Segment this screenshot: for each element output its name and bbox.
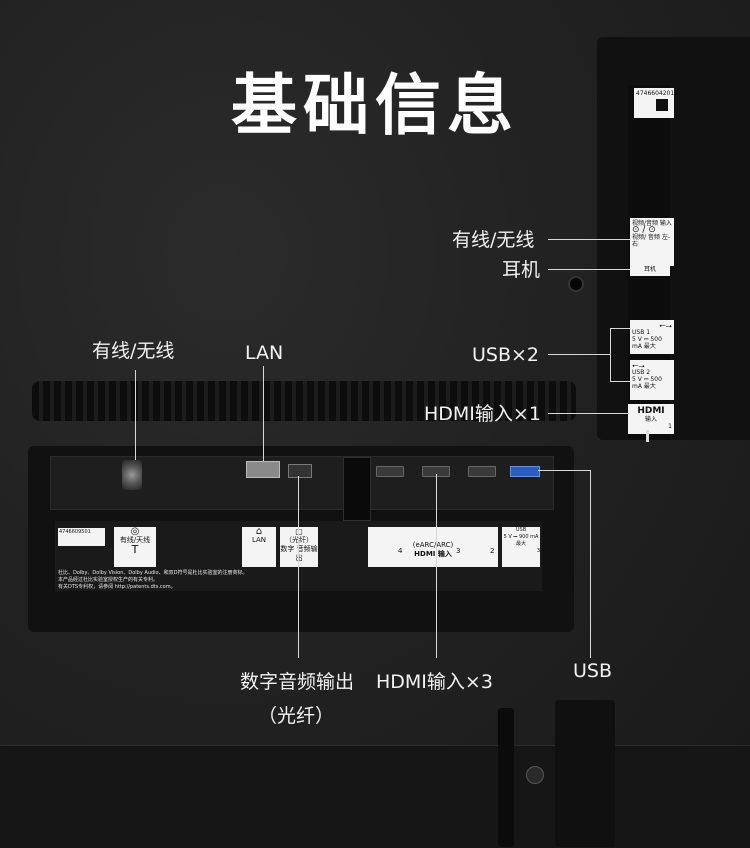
antenna-sticker: ◎ 有线/天线 T: [114, 527, 156, 567]
hdmi-num-3: 3: [456, 547, 461, 555]
antenna-label: 有线/天线: [119, 536, 151, 544]
usb-sticker-spec: 5 V ⎓ 900 mA 最大: [503, 534, 539, 547]
label-usb: USB: [573, 660, 613, 682]
qr-icon: [656, 99, 668, 111]
antenna-connector: [122, 460, 142, 490]
label-wired-wireless-left: 有线/无线: [92, 340, 175, 362]
digital-audio-label: 数字 音频输出: [280, 545, 318, 562]
optical-sticker: ▢ （光纤） 数字 音频输出: [280, 527, 318, 567]
side-hdmi-sticker: HDMI 输入 1: [628, 404, 674, 434]
label-lan: LAN: [245, 342, 284, 364]
hdmi-num-2: 2: [490, 547, 495, 555]
optical-jack-icon: ▢: [295, 527, 303, 536]
hdmi-num-4: 4: [398, 547, 403, 555]
side-hdmi-port: [646, 430, 649, 442]
legal-line-1: 杜比、Dolby、Dolby Vision、Dolby Audio、和双D符号是…: [58, 570, 248, 576]
av-label: 视频/音频 输入: [632, 220, 672, 227]
leader-wired-right: [548, 239, 630, 240]
label-optical-line2: （光纤）: [258, 705, 335, 727]
usb-sticker-num: 3: [536, 548, 540, 554]
label-usb-x2: USB×2: [472, 344, 540, 366]
av-jack-icon: ⊙ / ⊙: [632, 225, 656, 235]
earc-label: (eARC/ARC): [412, 541, 454, 549]
leader-usb-bracket-top: [610, 328, 630, 329]
leader-optical: [298, 476, 299, 658]
side-headphone-sticker: 耳机: [630, 265, 670, 276]
bottom-serial: 4746609501: [59, 529, 91, 535]
hdmi-num: 1: [668, 423, 672, 430]
hdmi-sticker: (eARC/ARC) HDMI 输入 4 3 2: [368, 527, 498, 567]
lan-sticker-label: LAN: [251, 536, 267, 544]
side-serial: 4746604201: [636, 90, 675, 97]
leader-lan: [263, 366, 264, 461]
headphone-jack: [568, 276, 584, 292]
side-usb2-sticker: ⭠⭢ USB 2 5 V ⎓ 500 mA 最大: [630, 360, 674, 400]
hdmi-in-bottom-label: HDMI 输入: [414, 550, 452, 558]
label-optical-line1: 数字音频输出: [240, 671, 355, 693]
stand-right: [555, 700, 615, 847]
leader-hdmi-x1: [548, 413, 630, 414]
leader-wired-left: [135, 370, 136, 460]
usb1-icon: ⭠⭢: [659, 321, 672, 330]
legal-line-2: 本产品经过杜比实验室授权生产的有关专利。: [58, 577, 159, 583]
usb2-icon: ⭠⭢: [632, 361, 645, 370]
usb-sticker-label: USB: [515, 527, 527, 533]
optical-port: [288, 464, 312, 478]
label-wired-wireless-right: 有线/无线: [452, 229, 535, 251]
usb-sticker: USB 5 V ⎓ 900 mA 最大 3: [502, 527, 540, 567]
usb1-spec: 5 V ⎓ 500 mA 最大: [632, 336, 662, 350]
side-av-sticker: 视频/音频 输入 ⊙ / ⊙ 视频/ 音频 左-右: [630, 218, 674, 266]
usb2-label: USB 2: [632, 369, 651, 376]
antenna-symbol-icon: T: [131, 543, 139, 556]
bottom-panel: [0, 745, 750, 848]
av2-label: 视频/ 音频 左-右: [632, 234, 671, 248]
hdmi-port-2: [468, 466, 496, 477]
lan-jack-icon: ⌂: [255, 526, 263, 537]
hdmi-logo: HDMI: [637, 406, 665, 416]
leader-usb-v: [590, 470, 591, 658]
page-title: 基础信息: [231, 67, 519, 144]
legal-line-3: 有关DTS专利权，请参阅 http://patents.dts.com。: [58, 584, 176, 590]
optical-sticker-label: （光纤）: [285, 536, 313, 544]
hdmi-port-4: [376, 466, 404, 477]
lan-port: [246, 461, 280, 478]
leader-usb-h: [538, 470, 590, 471]
label-hdmi-x1: HDMI输入×1: [424, 403, 541, 425]
usb1-label: USB 1: [632, 329, 651, 336]
side-serial-sticker: 4746604201: [634, 88, 674, 118]
screw-icon: [526, 766, 544, 784]
hdmi-in-label: 输入: [644, 416, 657, 423]
leader-usb-bracket-bottom: [610, 381, 630, 382]
leader-hdmi-x3: [436, 474, 437, 658]
label-headphone: 耳机: [502, 259, 541, 281]
leader-usb-x2: [548, 354, 610, 355]
vent-grille: [32, 381, 576, 421]
antenna-jack-icon: ◎: [130, 526, 140, 537]
side-usb1-sticker: ⭠⭢ USB 1 5 V ⎓ 500 mA 最大: [630, 320, 674, 354]
bottom-serial-sticker: 4746609501: [58, 528, 105, 546]
lan-sticker: ⌂ LAN: [242, 527, 276, 567]
headphone-sticker-label: 耳机: [643, 266, 656, 273]
leader-headphone: [548, 269, 630, 270]
leader-usb-bracket: [610, 328, 611, 382]
stand-left: [498, 708, 514, 847]
stand-bracket: [343, 457, 371, 521]
label-hdmi-x3: HDMI输入×3: [376, 671, 493, 693]
usb-port-3: [510, 466, 540, 477]
usb2-spec: 5 V ⎓ 500 mA 最大: [632, 376, 662, 390]
